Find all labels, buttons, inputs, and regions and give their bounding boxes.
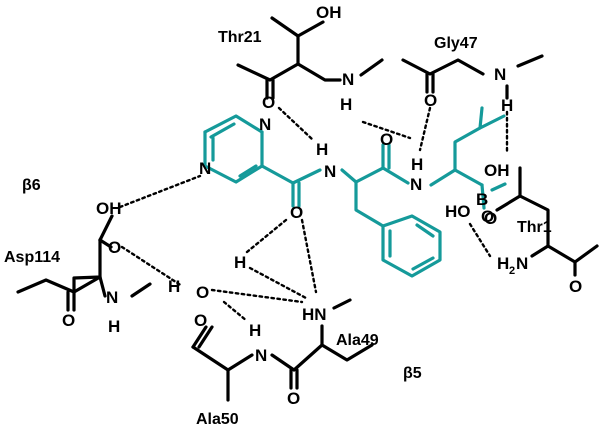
boron-ho: HO	[445, 202, 471, 221]
gly47-o: O	[424, 91, 437, 110]
water-h-top: H	[234, 253, 246, 272]
asp114-n: N	[106, 288, 118, 307]
thr1-residue	[495, 166, 599, 277]
thr1-o: O	[484, 209, 497, 228]
boron-o: O	[481, 207, 494, 226]
amide-n-1: N	[324, 162, 336, 181]
pyrazine-ring	[203, 114, 264, 184]
amide-h-2: H	[411, 155, 423, 174]
amide-o-2: O	[380, 130, 393, 149]
label-asp114: Asp114	[4, 249, 60, 266]
amide-o-1: O	[290, 203, 303, 222]
asp114-o: O	[108, 238, 121, 257]
ala50-o-bottom: O	[287, 389, 300, 408]
gly47-h-b: H	[340, 95, 352, 114]
thr21-o: O	[262, 93, 275, 112]
pyrazine-n-top: N	[259, 115, 271, 134]
phenyl-ring	[381, 214, 442, 278]
ala49-residue	[320, 298, 374, 362]
water-o: O	[196, 283, 209, 302]
boron-oh: OH	[484, 161, 510, 180]
thr21-h: H	[316, 140, 328, 159]
ala49-hn: HN	[302, 305, 327, 324]
pyrazine-n-bottom: N	[199, 159, 211, 178]
thr1-h2n-n: N	[516, 254, 528, 273]
bortezomib-ligand	[203, 106, 507, 278]
asp114-residue	[16, 214, 152, 312]
boron-atom: B	[476, 190, 488, 209]
label-beta6: β6	[22, 177, 41, 194]
thr1-h2n-h: H	[497, 254, 509, 273]
label-gly47: Gly47	[434, 35, 478, 52]
label-beta5: β5	[403, 365, 422, 382]
gly47-n: N	[494, 65, 506, 84]
hydrogen-bonds	[118, 106, 509, 323]
asp114-oh: OH	[96, 199, 122, 218]
ala50-h: H	[249, 321, 261, 340]
asp114-o-carbonyl: O	[62, 311, 75, 330]
ala50-o-top: O	[194, 311, 207, 330]
thr21-oh: OH	[316, 3, 342, 22]
thr21-residue	[236, 16, 384, 100]
label-thr1: Thr1	[517, 219, 552, 236]
thr1-h2n-sub: 2	[509, 265, 515, 277]
thr21-n: N	[342, 70, 354, 89]
ala50-residue	[191, 325, 324, 402]
asp114-h: H	[108, 317, 120, 336]
label-thr21: Thr21	[218, 29, 262, 46]
gly47-residue	[401, 54, 544, 100]
label-ala50: Ala50	[196, 411, 239, 428]
amide-n-2: N	[410, 175, 422, 194]
label-ala49: Ala49	[336, 332, 379, 349]
water-h-left: H	[168, 277, 180, 296]
gly47-h: H	[501, 96, 513, 115]
ala50-n: N	[255, 346, 267, 365]
thr1-o-carbonyl: O	[569, 277, 582, 296]
